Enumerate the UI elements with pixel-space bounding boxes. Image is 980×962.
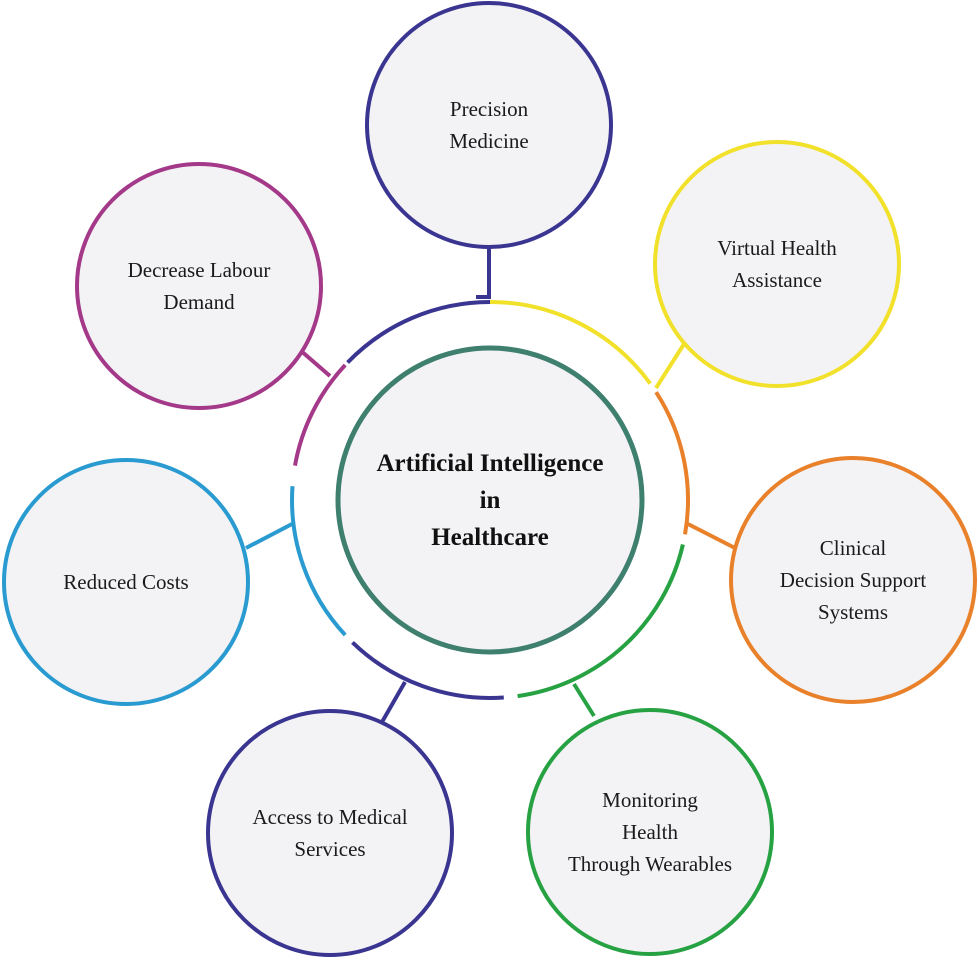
node-circle-precision-medicine: [365, 1, 613, 249]
node-label-reduced-costs-0: Reduced Costs: [63, 570, 188, 594]
connector-virtual-health-assistance: [654, 342, 686, 390]
connector-clinical-decision-support-systems: [687, 522, 736, 550]
node-label-access-to-medical-services-0: Access to Medical: [252, 805, 407, 829]
ring-arc-reduced-costs: [290, 486, 347, 637]
ring-arc-decrease-labour-demand: [293, 363, 347, 466]
ring-arc-monitoring-health-through-wearables: [517, 544, 685, 699]
center-label-0: Artificial Intelligence: [376, 450, 603, 477]
node-circle-access-to-medical-services: [206, 709, 454, 957]
ring-arc-precision-medicine: [346, 300, 491, 364]
node-label-monitoring-health-through-wearables-0: Monitoring: [602, 788, 698, 812]
connectors: [245, 247, 736, 723]
center-label-1: in: [480, 487, 501, 514]
center-circle: [335, 345, 645, 655]
ring-arc-access-to-medical-services: [351, 640, 504, 700]
ring-arcs: [290, 300, 691, 700]
connector-monitoring-health-through-wearables: [572, 682, 596, 718]
node-label-clinical-decision-support-systems-1: Decision Support: [780, 568, 927, 592]
node-label-clinical-decision-support-systems-2: Systems: [818, 600, 888, 624]
node-circle-clinical-decision-support-systems: [729, 456, 977, 704]
node-label-monitoring-health-through-wearables-2: Through Wearables: [568, 852, 732, 876]
connector-reduced-costs: [245, 522, 293, 550]
center-label-2: Healthcare: [431, 524, 549, 551]
connector-decrease-labour-demand: [298, 348, 332, 378]
node-label-clinical-decision-support-systems-0: Clinical: [820, 536, 887, 560]
node-reduced-costs: Reduced Costs: [2, 458, 250, 706]
connector-precision-medicine: [476, 247, 491, 299]
node-circle-virtual-health-assistance: [653, 140, 901, 388]
connector-access-to-medical-services: [380, 681, 407, 723]
node-label-virtual-health-assistance-1: Assistance: [732, 268, 822, 292]
node-circle-monitoring-health-through-wearables: [526, 708, 774, 956]
node-label-precision-medicine-1: Medicine: [449, 129, 528, 153]
node-circle-reduced-costs: [2, 458, 250, 706]
node-label-precision-medicine-0: Precision: [450, 97, 529, 121]
node-label-monitoring-health-through-wearables-1: Health: [622, 820, 678, 844]
node-label-virtual-health-assistance-0: Virtual Health: [717, 236, 837, 260]
node-label-access-to-medical-services-1: Services: [294, 837, 365, 861]
node-label-decrease-labour-demand-1: Demand: [163, 290, 235, 314]
ring-arc-clinical-decision-support-systems: [654, 391, 691, 535]
node-circle-decrease-labour-demand: [75, 162, 323, 410]
ring-arc-virtual-health-assistance: [489, 300, 652, 385]
node-label-decrease-labour-demand-0: Decrease Labour: [128, 258, 271, 282]
